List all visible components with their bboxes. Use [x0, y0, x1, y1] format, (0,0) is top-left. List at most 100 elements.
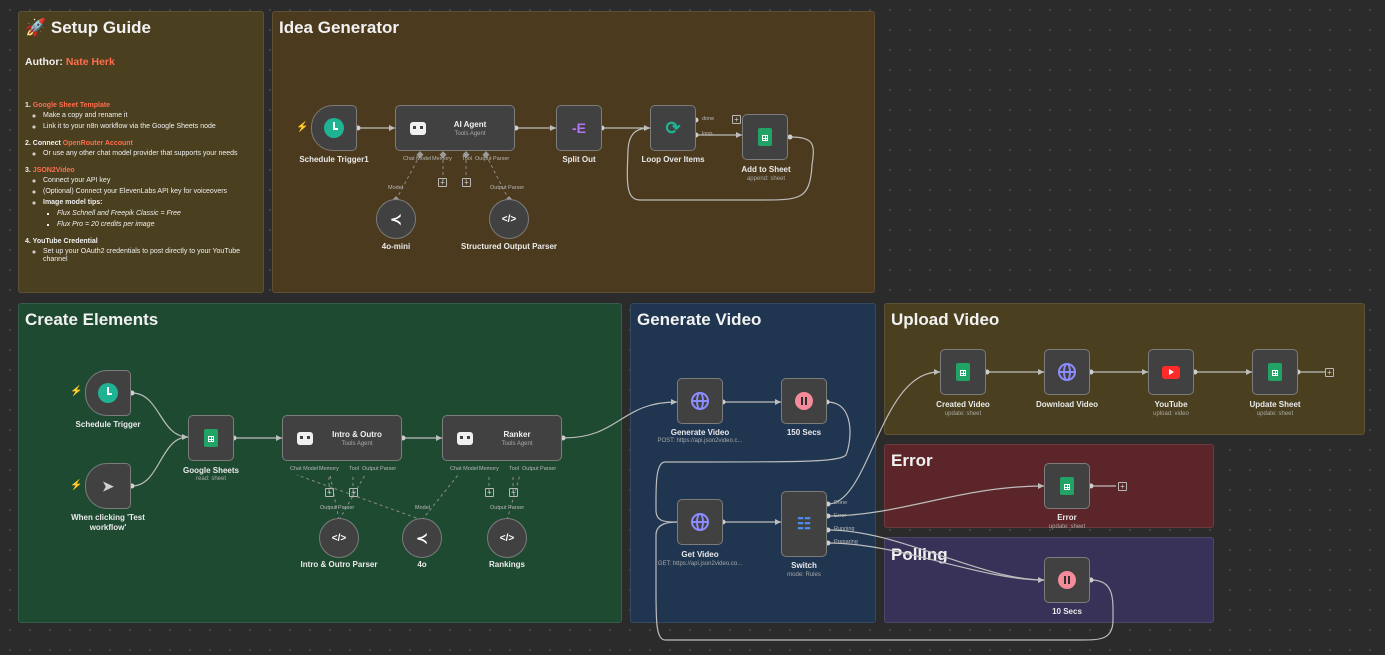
- schedule-trigger-label: Schedule Trigger: [75, 420, 141, 429]
- ranker-title: Ranker: [503, 429, 531, 439]
- out-dot: [787, 134, 793, 140]
- add-memory-button[interactable]: +: [485, 488, 494, 497]
- author-name[interactable]: Nate Herk: [65, 56, 115, 68]
- sheet-template-link[interactable]: Google Sheet Template: [32, 102, 111, 109]
- add-node-button[interactable]: +: [1325, 368, 1334, 377]
- ai-agent-title: AI Agent: [453, 119, 487, 129]
- guide-step-2: 2. Connect OpenRouter Account Or use any…: [25, 140, 255, 158]
- add-memory-button[interactable]: +: [438, 178, 447, 187]
- switch-node[interactable]: ☷: [781, 491, 827, 557]
- manual-trigger-node[interactable]: ➤: [85, 463, 131, 509]
- get-video-sub: GET: https://api.json2video.co...: [657, 561, 743, 567]
- google-sheets-icon: [1268, 363, 1282, 381]
- guide-item: Set up your OAuth2 credentials to post d…: [43, 248, 255, 264]
- add-memory-button[interactable]: +: [325, 488, 334, 497]
- add-to-sheet-node[interactable]: [742, 114, 788, 160]
- get-video-node[interactable]: [677, 499, 723, 545]
- add-tool-button[interactable]: +: [462, 178, 471, 187]
- intro-outro-sub: Tools Agent: [341, 440, 373, 447]
- sub-wire: [329, 474, 340, 521]
- guide-item: Or use any other chat model provider tha…: [43, 150, 255, 158]
- update-sheet-label: Update Sheet: [1249, 400, 1301, 409]
- wait-10-node[interactable]: [1044, 557, 1090, 603]
- create-elements-title: Create Elements: [25, 310, 159, 329]
- youtube-node[interactable]: [1148, 349, 1194, 395]
- switch-sub: mode: Rules: [787, 572, 821, 578]
- generate-video-note[interactable]: Generate Video: [630, 303, 876, 623]
- 4o-mini-node[interactable]: ≺: [376, 199, 416, 239]
- schedule-trigger1-node[interactable]: [311, 105, 357, 151]
- split-out-node[interactable]: -E: [556, 105, 602, 151]
- robot-icon: [410, 121, 426, 135]
- arrow: [644, 125, 650, 131]
- wait-150-label: 150 Secs: [786, 428, 822, 437]
- robot-icon: [457, 431, 473, 445]
- setup-guide-note[interactable]: 🚀 Setup Guide: [18, 11, 264, 293]
- schedule-trigger-node[interactable]: [85, 370, 131, 416]
- add-node-button[interactable]: +: [1118, 482, 1127, 491]
- json2video-link[interactable]: JSON2Video: [32, 167, 75, 174]
- download-video-node[interactable]: [1044, 349, 1090, 395]
- trigger-bolt-icon: ⚡: [70, 480, 83, 491]
- add-tool-button[interactable]: +: [349, 488, 358, 497]
- openai-icon: ≺: [416, 529, 428, 546]
- created-video-node[interactable]: [940, 349, 986, 395]
- update-sheet-node[interactable]: [1252, 349, 1298, 395]
- clock-icon: [98, 383, 118, 403]
- code-icon: </>: [499, 532, 515, 544]
- wire: [655, 521, 1114, 641]
- wire: [655, 401, 851, 523]
- wire: [131, 392, 189, 438]
- sub-wire: [395, 154, 421, 201]
- rankings-parser-node[interactable]: </>: [487, 518, 527, 558]
- cursor-icon: ➤: [102, 477, 114, 494]
- google-sheets-icon: [1060, 477, 1074, 495]
- port-output-parser: Output Parser: [475, 156, 510, 162]
- loop-over-items-label: Loop Over Items: [641, 155, 705, 164]
- generate-video-title: Generate Video: [637, 310, 762, 329]
- intro-outro-title: Intro & Outro: [332, 429, 382, 439]
- port-tool: Tool: [462, 156, 473, 162]
- manual-trigger-label: When clicking 'Test workflow': [71, 513, 145, 532]
- add-to-sheet-sub: append: sheet: [746, 176, 786, 182]
- robot-icon: [297, 431, 313, 445]
- add-tool-button[interactable]: +: [509, 488, 518, 497]
- generate-video-node[interactable]: [677, 378, 723, 424]
- google-sheets-node[interactable]: [188, 415, 234, 461]
- arrow: [550, 125, 556, 131]
- rankings-label: Rankings: [488, 560, 525, 569]
- refresh-icon: ⟳: [665, 117, 681, 138]
- wire: [131, 436, 189, 487]
- intro-outro-parser-node[interactable]: </>: [319, 518, 359, 558]
- sub-wire: [485, 154, 510, 201]
- 4o-label: 4o: [417, 560, 427, 569]
- arrow: [436, 435, 442, 441]
- openrouter-link[interactable]: OpenRouter Account: [62, 140, 133, 147]
- arrow: [1038, 577, 1044, 583]
- port-switch-error: Error: [834, 513, 847, 519]
- polling-title: Polling: [891, 545, 948, 564]
- error-sheet-node[interactable]: [1044, 463, 1090, 509]
- wire: [827, 485, 1045, 517]
- wait-150-node[interactable]: [781, 378, 827, 424]
- loop-over-items-node[interactable]: ⟳: [650, 105, 696, 151]
- trigger-bolt-icon: ⚡: [70, 386, 83, 397]
- wait-10-label: 10 Secs: [1052, 607, 1082, 616]
- add-done-button[interactable]: +: [732, 115, 741, 124]
- port-switch-done: Done: [834, 500, 848, 506]
- structured-output-parser-label: Structured Output Parser: [460, 242, 557, 251]
- wire: [562, 401, 678, 439]
- port-model: Model: [415, 505, 430, 511]
- arrow: [775, 519, 781, 525]
- guide-step-3: 3. JSON2Video Connect your API key (Opti…: [25, 167, 255, 229]
- arrow: [736, 132, 742, 138]
- guide-item: Image model tips: Flux Schnell and Freep…: [43, 199, 255, 229]
- structured-output-parser-node[interactable]: </>: [489, 199, 529, 239]
- port-chat-model: Chat Model: [290, 466, 319, 472]
- port-output-parser-2: Output Parser: [490, 505, 525, 511]
- youtube-sub: upload: video: [1153, 411, 1189, 417]
- 4o-node[interactable]: ≺: [402, 518, 442, 558]
